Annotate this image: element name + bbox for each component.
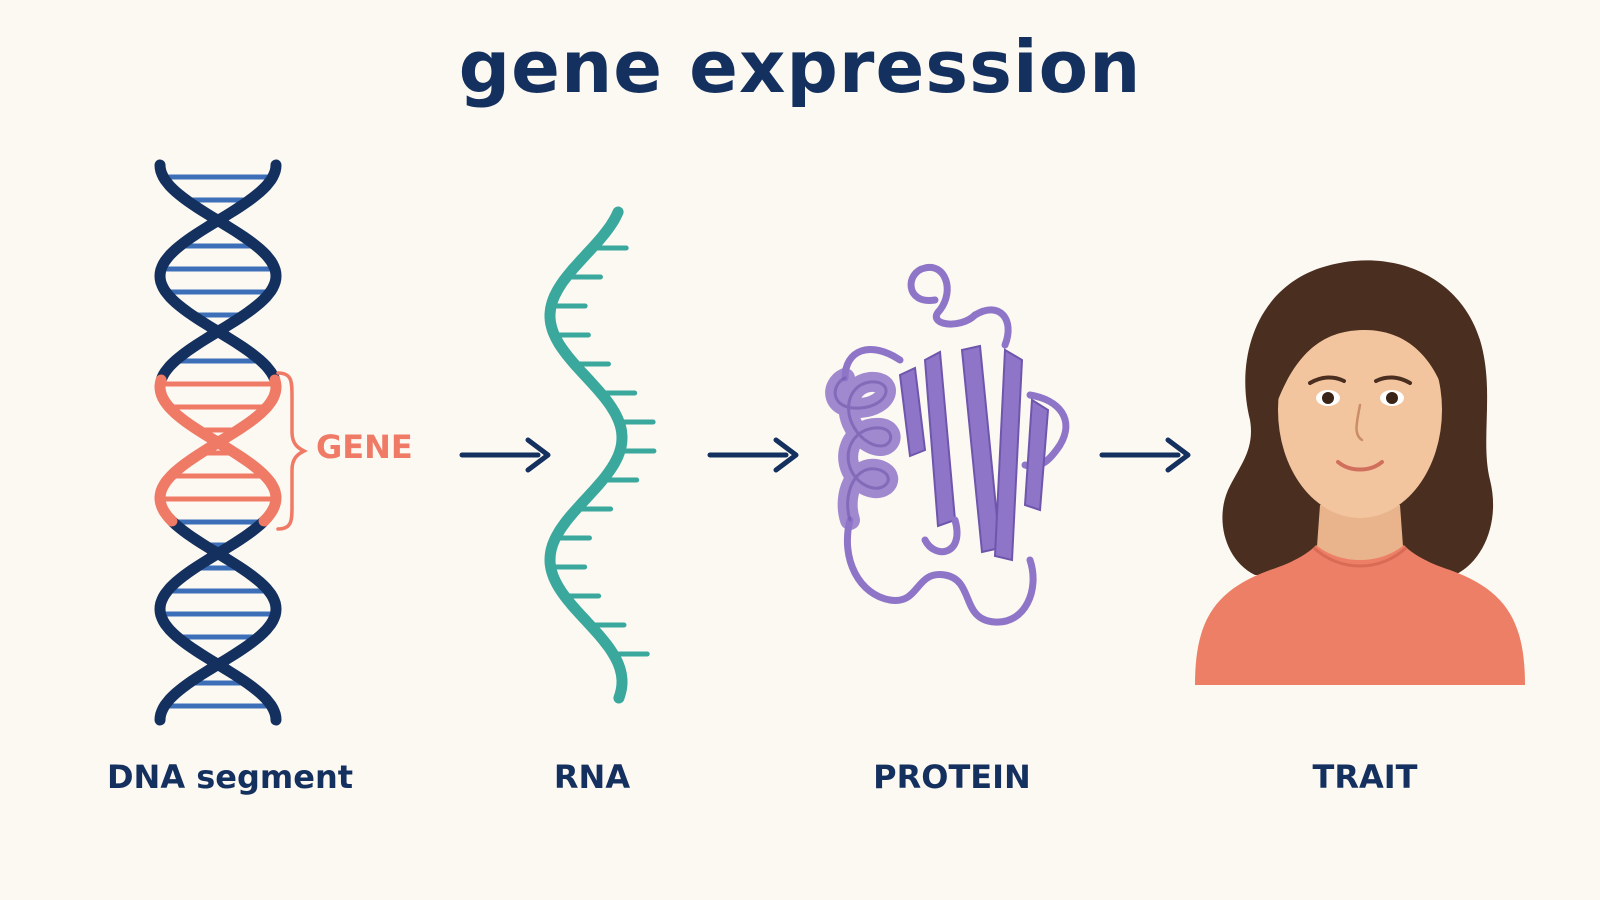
- dna-base-pairs: [165, 174, 271, 709]
- left-eye: [1322, 392, 1334, 404]
- protein-ribbon-icon: [825, 263, 1070, 626]
- page-title: gene expression: [458, 25, 1142, 109]
- gene-bracket-icon: [276, 371, 308, 531]
- label-trait: TRAIT: [1312, 758, 1418, 796]
- gene-region-strand-a: [154, 374, 282, 527]
- label-dna-segment: DNA segment: [106, 758, 354, 796]
- shirt-icon: [1195, 545, 1525, 685]
- dna-backbone-strand-b: [154, 159, 282, 726]
- hair-fringe: [1277, 292, 1446, 400]
- arrow-dna-to-rna-icon: [459, 437, 551, 473]
- neck: [1316, 505, 1404, 560]
- label-protein: PROTEIN: [873, 758, 1031, 796]
- label-rna: RNA: [553, 758, 631, 796]
- dna-double-helix-icon: [154, 159, 282, 726]
- rna-strand-icon: [544, 206, 657, 704]
- person-portrait-icon: [1195, 260, 1525, 685]
- mouth: [1336, 460, 1384, 472]
- arrow-rna-to-protein-icon: [707, 437, 799, 473]
- rna-backbone: [544, 206, 628, 704]
- arrow-protein-to-trait-icon: [1099, 437, 1191, 473]
- shirt-collar: [1312, 546, 1408, 568]
- right-eye: [1386, 392, 1398, 404]
- gene-label: GENE: [316, 428, 413, 466]
- gene-region-strand-b: [154, 374, 282, 527]
